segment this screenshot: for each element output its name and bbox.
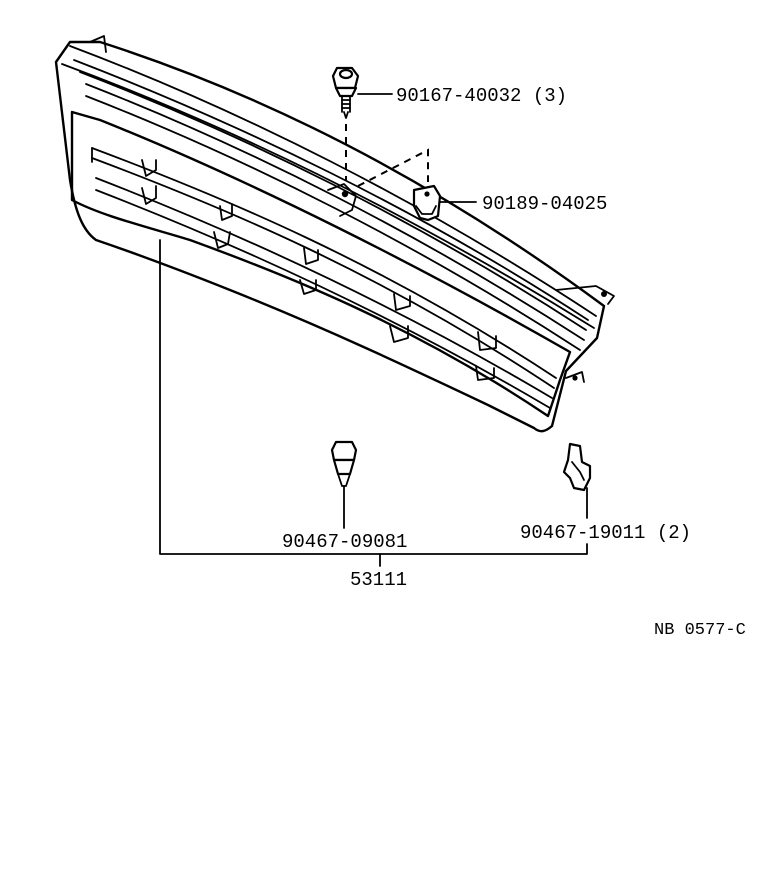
screw-top-icon	[331, 66, 360, 119]
label-nut-clip: 90189-04025	[482, 193, 607, 215]
assembly-line	[357, 148, 429, 187]
clip-lower-right-icon	[562, 442, 592, 492]
label-clip-lower-left: 90467-09081	[282, 531, 407, 553]
label-screw-top: 90167-40032 (3)	[396, 85, 567, 107]
label-grille-assembly: 53111	[350, 569, 407, 591]
radiator-grille	[54, 35, 615, 433]
clip-lower-left-icon	[330, 440, 358, 487]
label-clip-lower-right: 90467-19011 (2)	[520, 522, 691, 544]
assembly-bracket	[159, 239, 588, 555]
nut-clip-icon	[412, 184, 442, 222]
figure-code: NB 0577-C	[654, 621, 746, 640]
